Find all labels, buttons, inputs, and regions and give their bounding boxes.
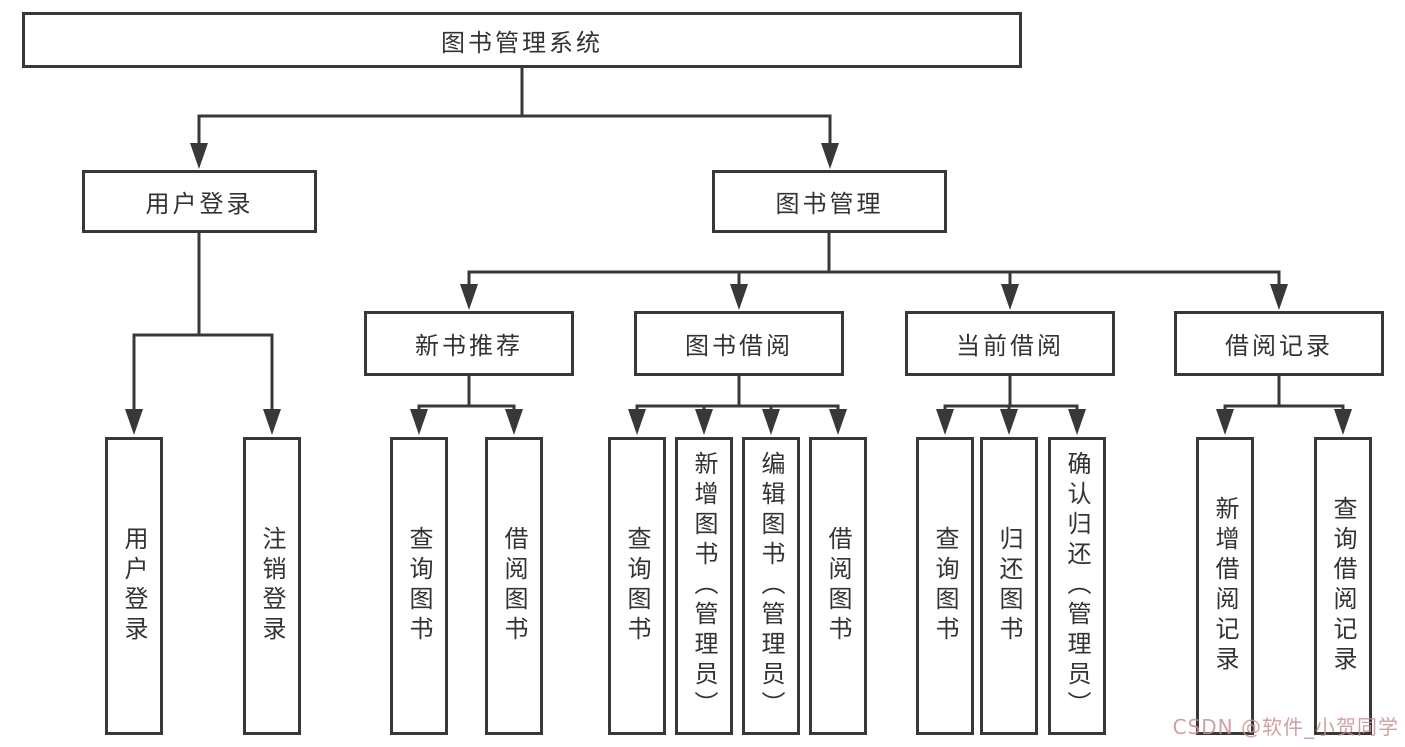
leaf-current-return-books: 归还图书 [980, 437, 1038, 735]
node-label: 用户登录 [120, 526, 148, 646]
csdn-watermark: CSDN @软件_小贺同学 [1172, 715, 1399, 739]
node-label: 编辑图书（管理员） [757, 451, 785, 721]
leaf-current-query-books: 查询图书 [916, 437, 974, 735]
node-current-borrowing: 当前借阅 [905, 311, 1115, 376]
node-label: 当前借阅 [956, 332, 1064, 360]
leaf-user-login: 用户登录 [105, 437, 163, 735]
node-label: 借阅记录 [1225, 332, 1333, 360]
leaf-borrowing-query-books: 查询图书 [608, 437, 666, 735]
node-label: 归还图书 [995, 526, 1023, 646]
node-label: 图书管理 [775, 190, 884, 218]
node-label: 图书管理系统 [441, 28, 603, 57]
node-label: 查询借阅记录 [1329, 496, 1357, 676]
node-label: 借阅图书 [500, 526, 528, 646]
node-borrowing-records: 借阅记录 [1174, 311, 1384, 376]
leaf-current-confirm-return-admin: 确认归还（管理员） [1048, 437, 1106, 735]
node-label: 用户登录 [145, 190, 254, 218]
node-label: 图书借阅 [685, 332, 793, 360]
leaf-logout: 注销登录 [243, 437, 301, 735]
leaf-borrowing-add-books-admin: 新增图书（管理员） [675, 437, 733, 735]
node-label: 新书推荐 [415, 332, 523, 360]
node-book-borrowing: 图书借阅 [634, 311, 844, 376]
node-label: 查询图书 [623, 526, 651, 646]
leaf-records-add-borrow-record: 新增借阅记录 [1196, 437, 1254, 735]
leaf-recommend-borrow-books: 借阅图书 [485, 437, 543, 735]
node-user-login: 用户登录 [82, 170, 317, 233]
node-label: 新增图书（管理员） [690, 451, 718, 721]
leaf-borrowing-edit-books-admin: 编辑图书（管理员） [742, 437, 800, 735]
node-label: 确认归还（管理员） [1063, 451, 1091, 721]
node-label: 新增借阅记录 [1211, 496, 1239, 676]
node-label: 借阅图书 [824, 526, 852, 646]
leaf-borrowing-borrow-books: 借阅图书 [809, 437, 867, 735]
node-library-management-system: 图书管理系统 [22, 12, 1022, 68]
leaf-recommend-query-books: 查询图书 [390, 437, 448, 735]
node-new-book-recommendation: 新书推荐 [364, 311, 574, 376]
node-label: 查询图书 [405, 526, 433, 646]
node-label: 注销登录 [258, 526, 286, 646]
node-book-management: 图书管理 [712, 170, 947, 233]
node-label: 查询图书 [931, 526, 959, 646]
leaf-records-query-borrow-record: 查询借阅记录 [1314, 437, 1372, 735]
